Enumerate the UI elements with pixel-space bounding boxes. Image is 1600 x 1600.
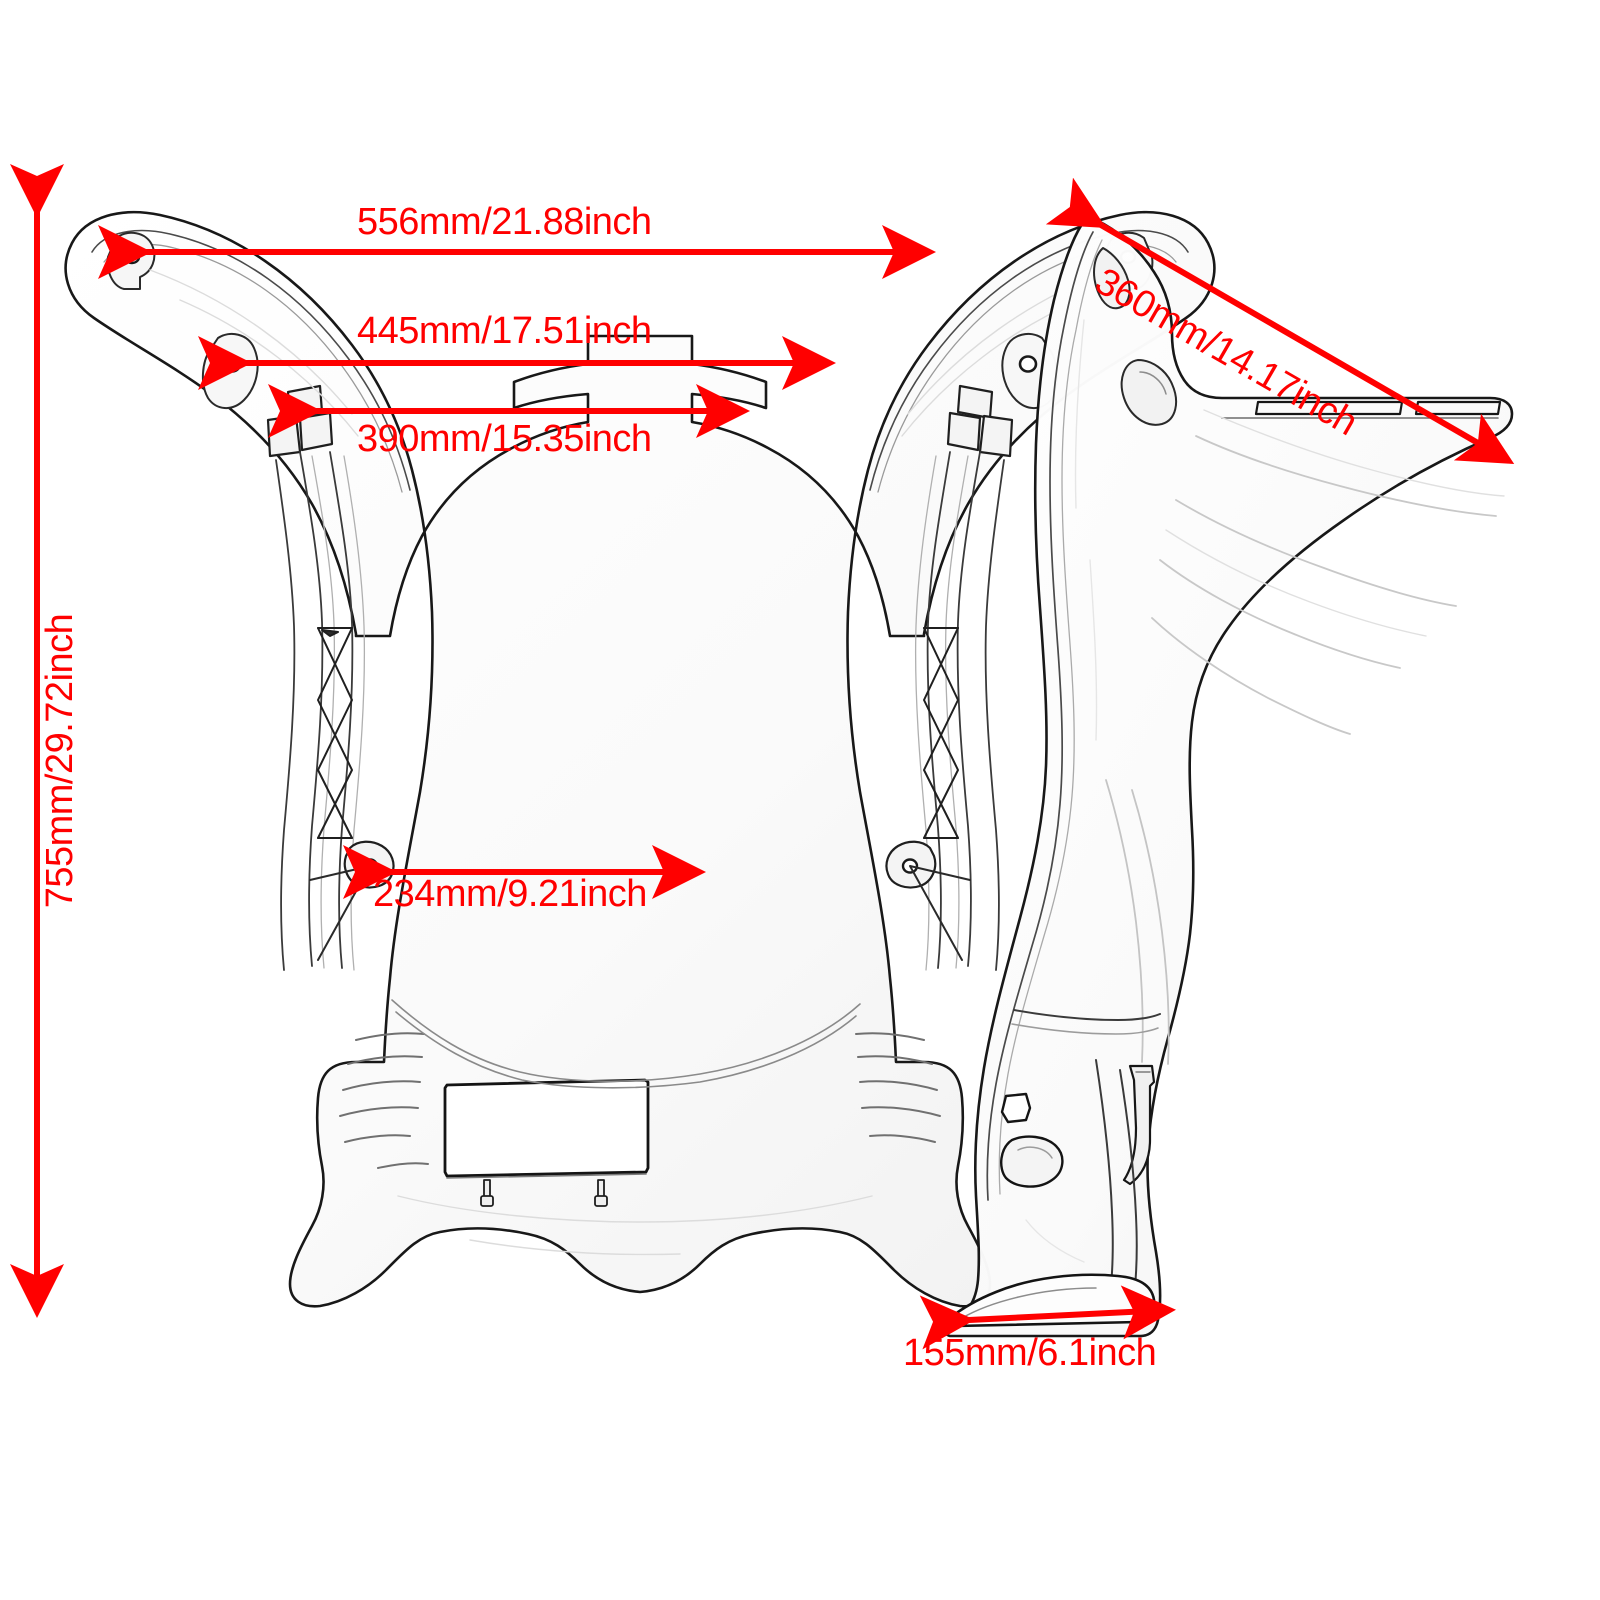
dimension-label-height-overall: 755mm/29.72inch [39,613,81,909]
side-foot-notch-lower [1000,1135,1064,1188]
dimension-label-width-lower: 234mm/9.21inch [373,873,647,915]
mount-hole-mid-right [1018,355,1038,373]
surface-ribs-left [339,1032,429,1169]
rail-ribs-left [275,451,354,971]
bracket-right-top [946,384,1014,458]
dimension-label-width-inner: 390mm/15.35inch [357,418,652,460]
side-latch-clip [1122,1064,1156,1186]
bottom-plate-recess [443,1078,650,1178]
dimension-label-width-mid: 445mm/17.51inch [357,310,652,352]
cross-brace-right [923,627,959,839]
rail-ribs-right-light [914,455,969,971]
side-mid-ledge [1013,1009,1161,1021]
bottom-plate-studs [480,1179,608,1207]
dimension-label-width-top: 556mm/21.88inch [357,201,652,243]
side-foot-notch-lower-inner [1017,1146,1053,1159]
dim-arrow-155 [919,1285,1176,1350]
cross-brace-left [317,627,353,839]
side-mid-ledge-2 [1011,1023,1159,1035]
dim-arrow-360 [1045,177,1515,465]
mount-hole-upper-left [123,249,141,265]
bottom-plate-recess-shadow [446,1173,647,1179]
surface-ribs-right [855,1032,941,1143]
mount-hole-mid-left [222,355,242,373]
dimension-label-width-foot: 155mm/6.1inch [903,1332,1157,1374]
plate-shoulder-creases [391,999,861,1089]
dimension-arrows [9,164,1515,1350]
side-foot-notch-upper [1000,1092,1032,1124]
